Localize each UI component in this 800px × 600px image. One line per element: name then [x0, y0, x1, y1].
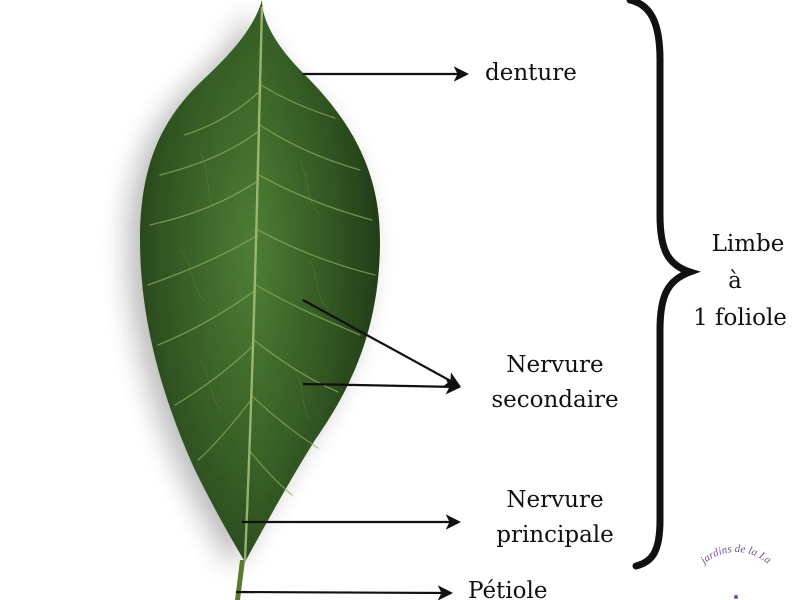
- annotation-arrows: [235, 66, 470, 600]
- label-denture: denture: [485, 60, 577, 86]
- label-nervure-principale-line2: principale: [496, 522, 614, 548]
- leaf-petiole: [235, 560, 245, 600]
- arrow-petiole: [235, 585, 454, 600]
- arrow-nervure-secondaire-lower: [302, 379, 462, 395]
- label-nervure-secondaire-line2: secondaire: [491, 387, 618, 413]
- main-vein: [243, 6, 264, 562]
- label-nervure-principale-line1: Nervure: [506, 487, 603, 513]
- label-nervure-secondaire-line1: Nervure: [506, 352, 603, 378]
- label-limbe-line1: Limbe: [712, 231, 785, 257]
- leaf-logo-seal-icon: jardins de la La: [697, 543, 774, 599]
- leaf-veins: [147, 6, 376, 562]
- limbe-brace: [626, 0, 701, 570]
- label-petiole: Pétiole: [468, 578, 547, 600]
- label-limbe-line3: 1 foliole: [693, 305, 787, 331]
- leaf-illustration: [140, 0, 380, 562]
- label-limbe-line2: à: [728, 268, 742, 294]
- svg-text:jardins de la La: jardins de la La: [697, 543, 774, 568]
- logo-text: jardins de la La: [697, 543, 774, 568]
- arrow-nervure-secondaire-upper: [302, 299, 461, 387]
